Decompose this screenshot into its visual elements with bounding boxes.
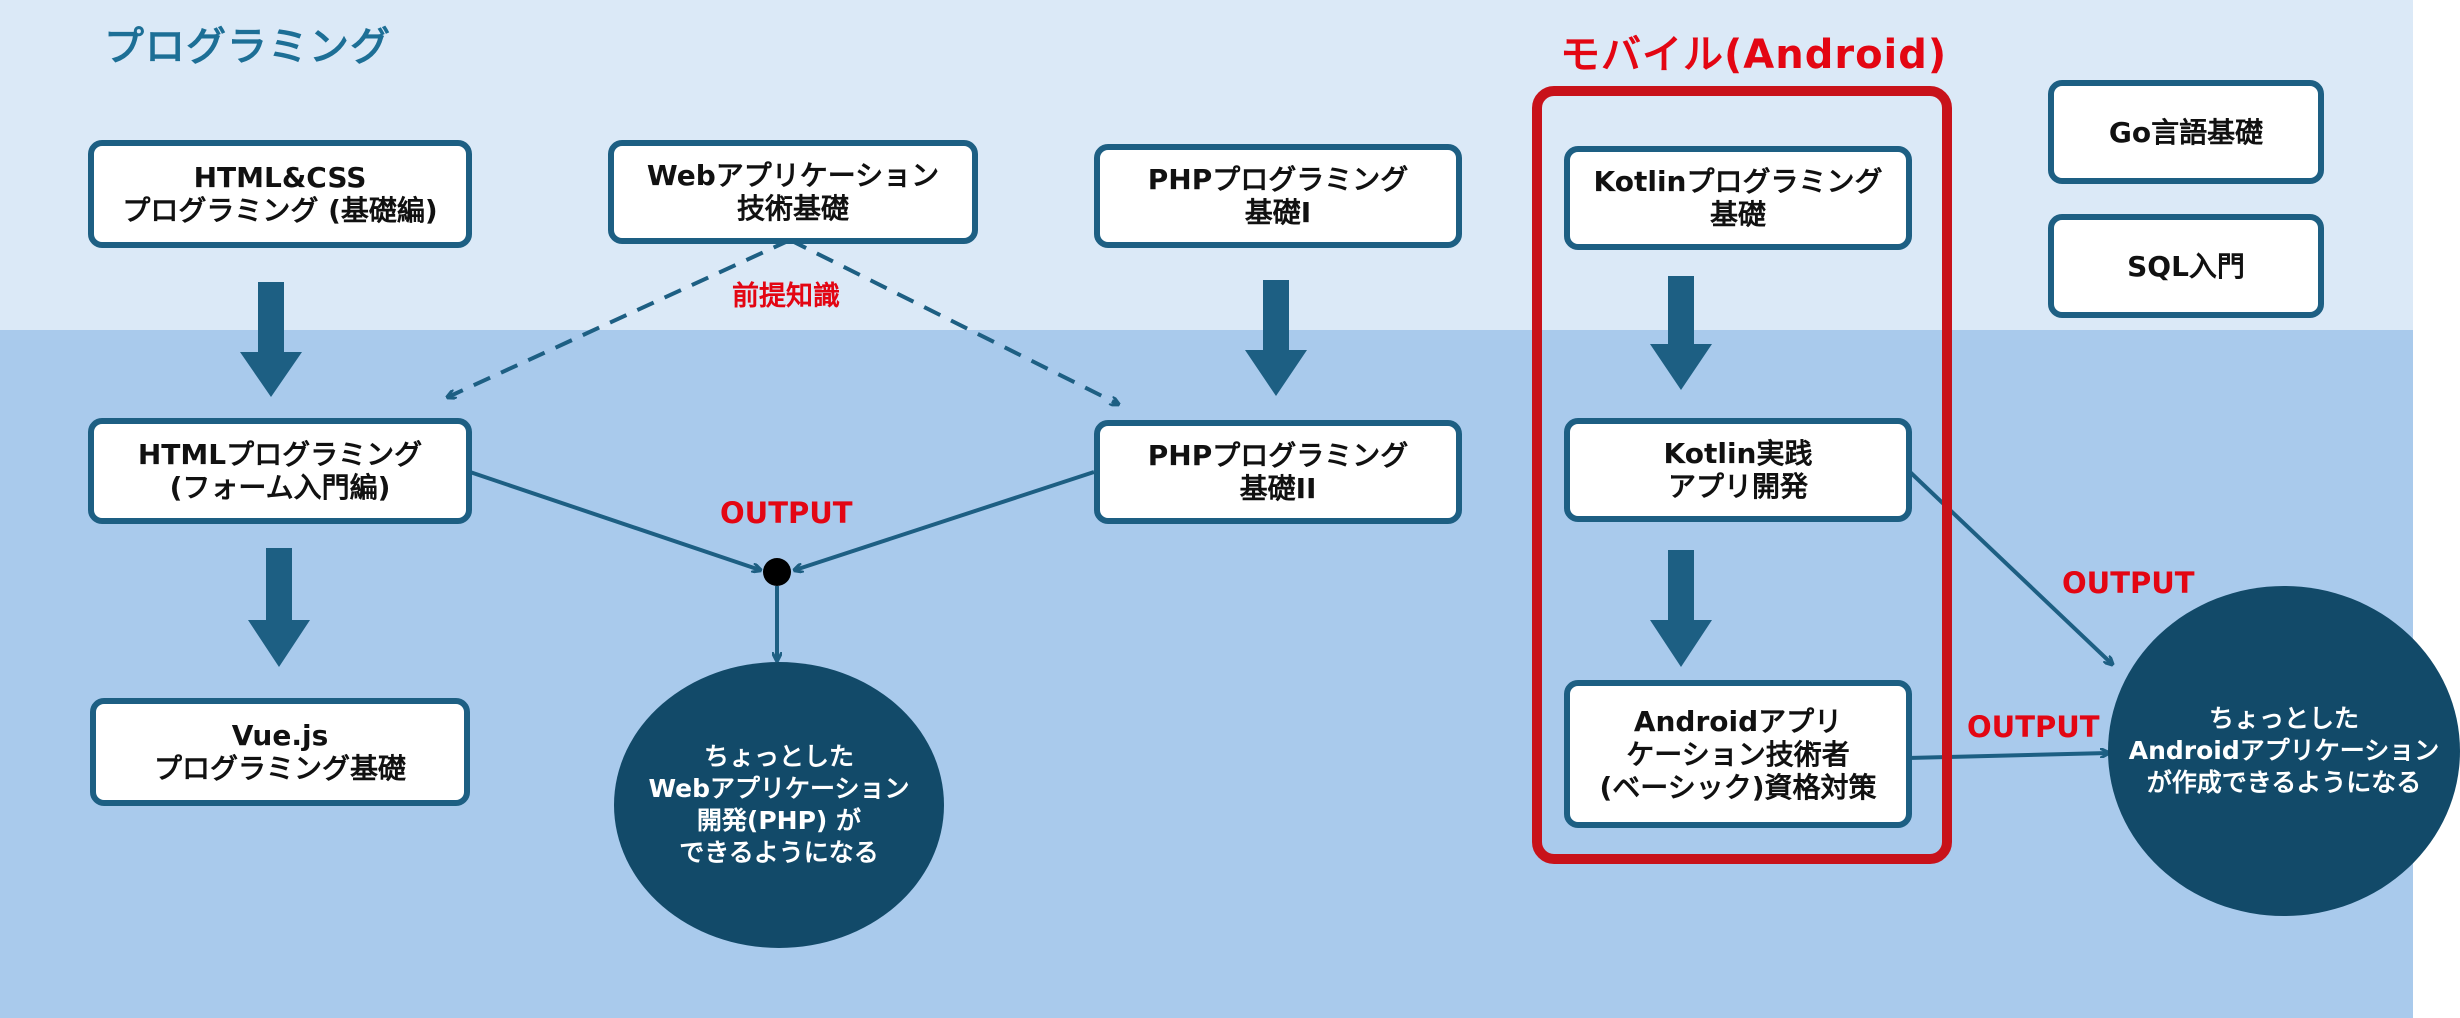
course-kotlin-basics[interactable]: Kotlinプログラミング 基礎 [1564, 146, 1912, 250]
course-html-forms[interactable]: HTMLプログラミング (フォーム入門編) [88, 418, 472, 524]
prerequisite-arrow-to-php2 [789, 238, 1118, 404]
prerequisite-label: 前提知識 [732, 281, 840, 312]
goal-android-app: ちょっとした Androidアプリケーション が作成できるようになる [2108, 586, 2460, 916]
block-arrow-forms-to-vue [248, 548, 310, 667]
output-arrow-forms [469, 470, 760, 570]
goal-web-app: ちょっとした Webアプリケーション 開発(PHP) が できるようになる [614, 662, 944, 948]
prerequisite-arrow-to-forms [448, 238, 791, 397]
output-arrow-php2 [795, 470, 1095, 570]
course-html-css[interactable]: HTML&CSS プログラミング (基礎編) [88, 140, 472, 248]
output-label-kotlin: OUTPUT [2062, 566, 2195, 600]
output-label-android: OUTPUT [1967, 710, 2100, 744]
mobile-group-frame [1532, 86, 1952, 864]
section-title-programming: プログラミング [104, 24, 391, 70]
block-arrow-kotlin2-to-android [1650, 550, 1712, 667]
course-vue[interactable]: Vue.js プログラミング基礎 [90, 698, 470, 806]
course-php-basics-1[interactable]: PHPプログラミング 基礎I [1094, 144, 1462, 248]
section-title-mobile: モバイル(Android) [1560, 32, 1948, 78]
output-arrow-android-cert [1907, 753, 2108, 760]
course-android-cert[interactable]: Androidアプリ ケーション技術者 (ベーシック)資格対策 [1564, 680, 1912, 828]
merge-dot [763, 558, 791, 586]
course-php-basics-2[interactable]: PHPプログラミング 基礎II [1094, 420, 1462, 524]
block-arrow-kotlin1-to-kotlin2 [1650, 276, 1712, 390]
course-kotlin-app[interactable]: Kotlin実践 アプリ開発 [1564, 418, 1912, 522]
course-web-app-basics[interactable]: Webアプリケーション 技術基礎 [608, 140, 978, 244]
output-label-web: OUTPUT [720, 496, 853, 530]
course-sql-intro[interactable]: SQL入門 [2048, 214, 2324, 318]
block-arrow-php1-to-php2 [1245, 280, 1307, 396]
block-arrow-htmlcss-to-forms [240, 282, 302, 397]
course-go-basics[interactable]: Go言語基礎 [2048, 80, 2324, 184]
